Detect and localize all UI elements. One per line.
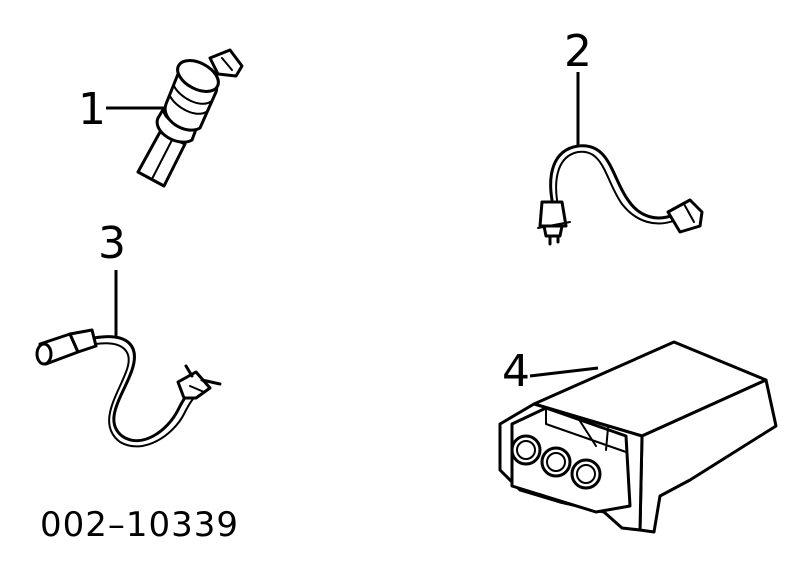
terminal-clip [176,370,212,400]
part-2-cable-sensor [537,72,704,246]
callout-2: 2 [564,26,592,77]
probe-body [538,200,568,228]
leader-line-4 [529,366,599,378]
callout-4: 4 [502,346,530,397]
part-3-cable-harness [35,270,222,448]
part-number-label: 002–10339 [40,505,240,545]
cable-connector-2 [666,198,704,234]
part-1-sensor [106,48,244,188]
part-4-control-module [498,340,778,534]
callout-1: 1 [78,84,106,135]
callout-3: 3 [98,218,126,269]
module-side-face [638,378,778,534]
sensor-cap [176,59,220,93]
